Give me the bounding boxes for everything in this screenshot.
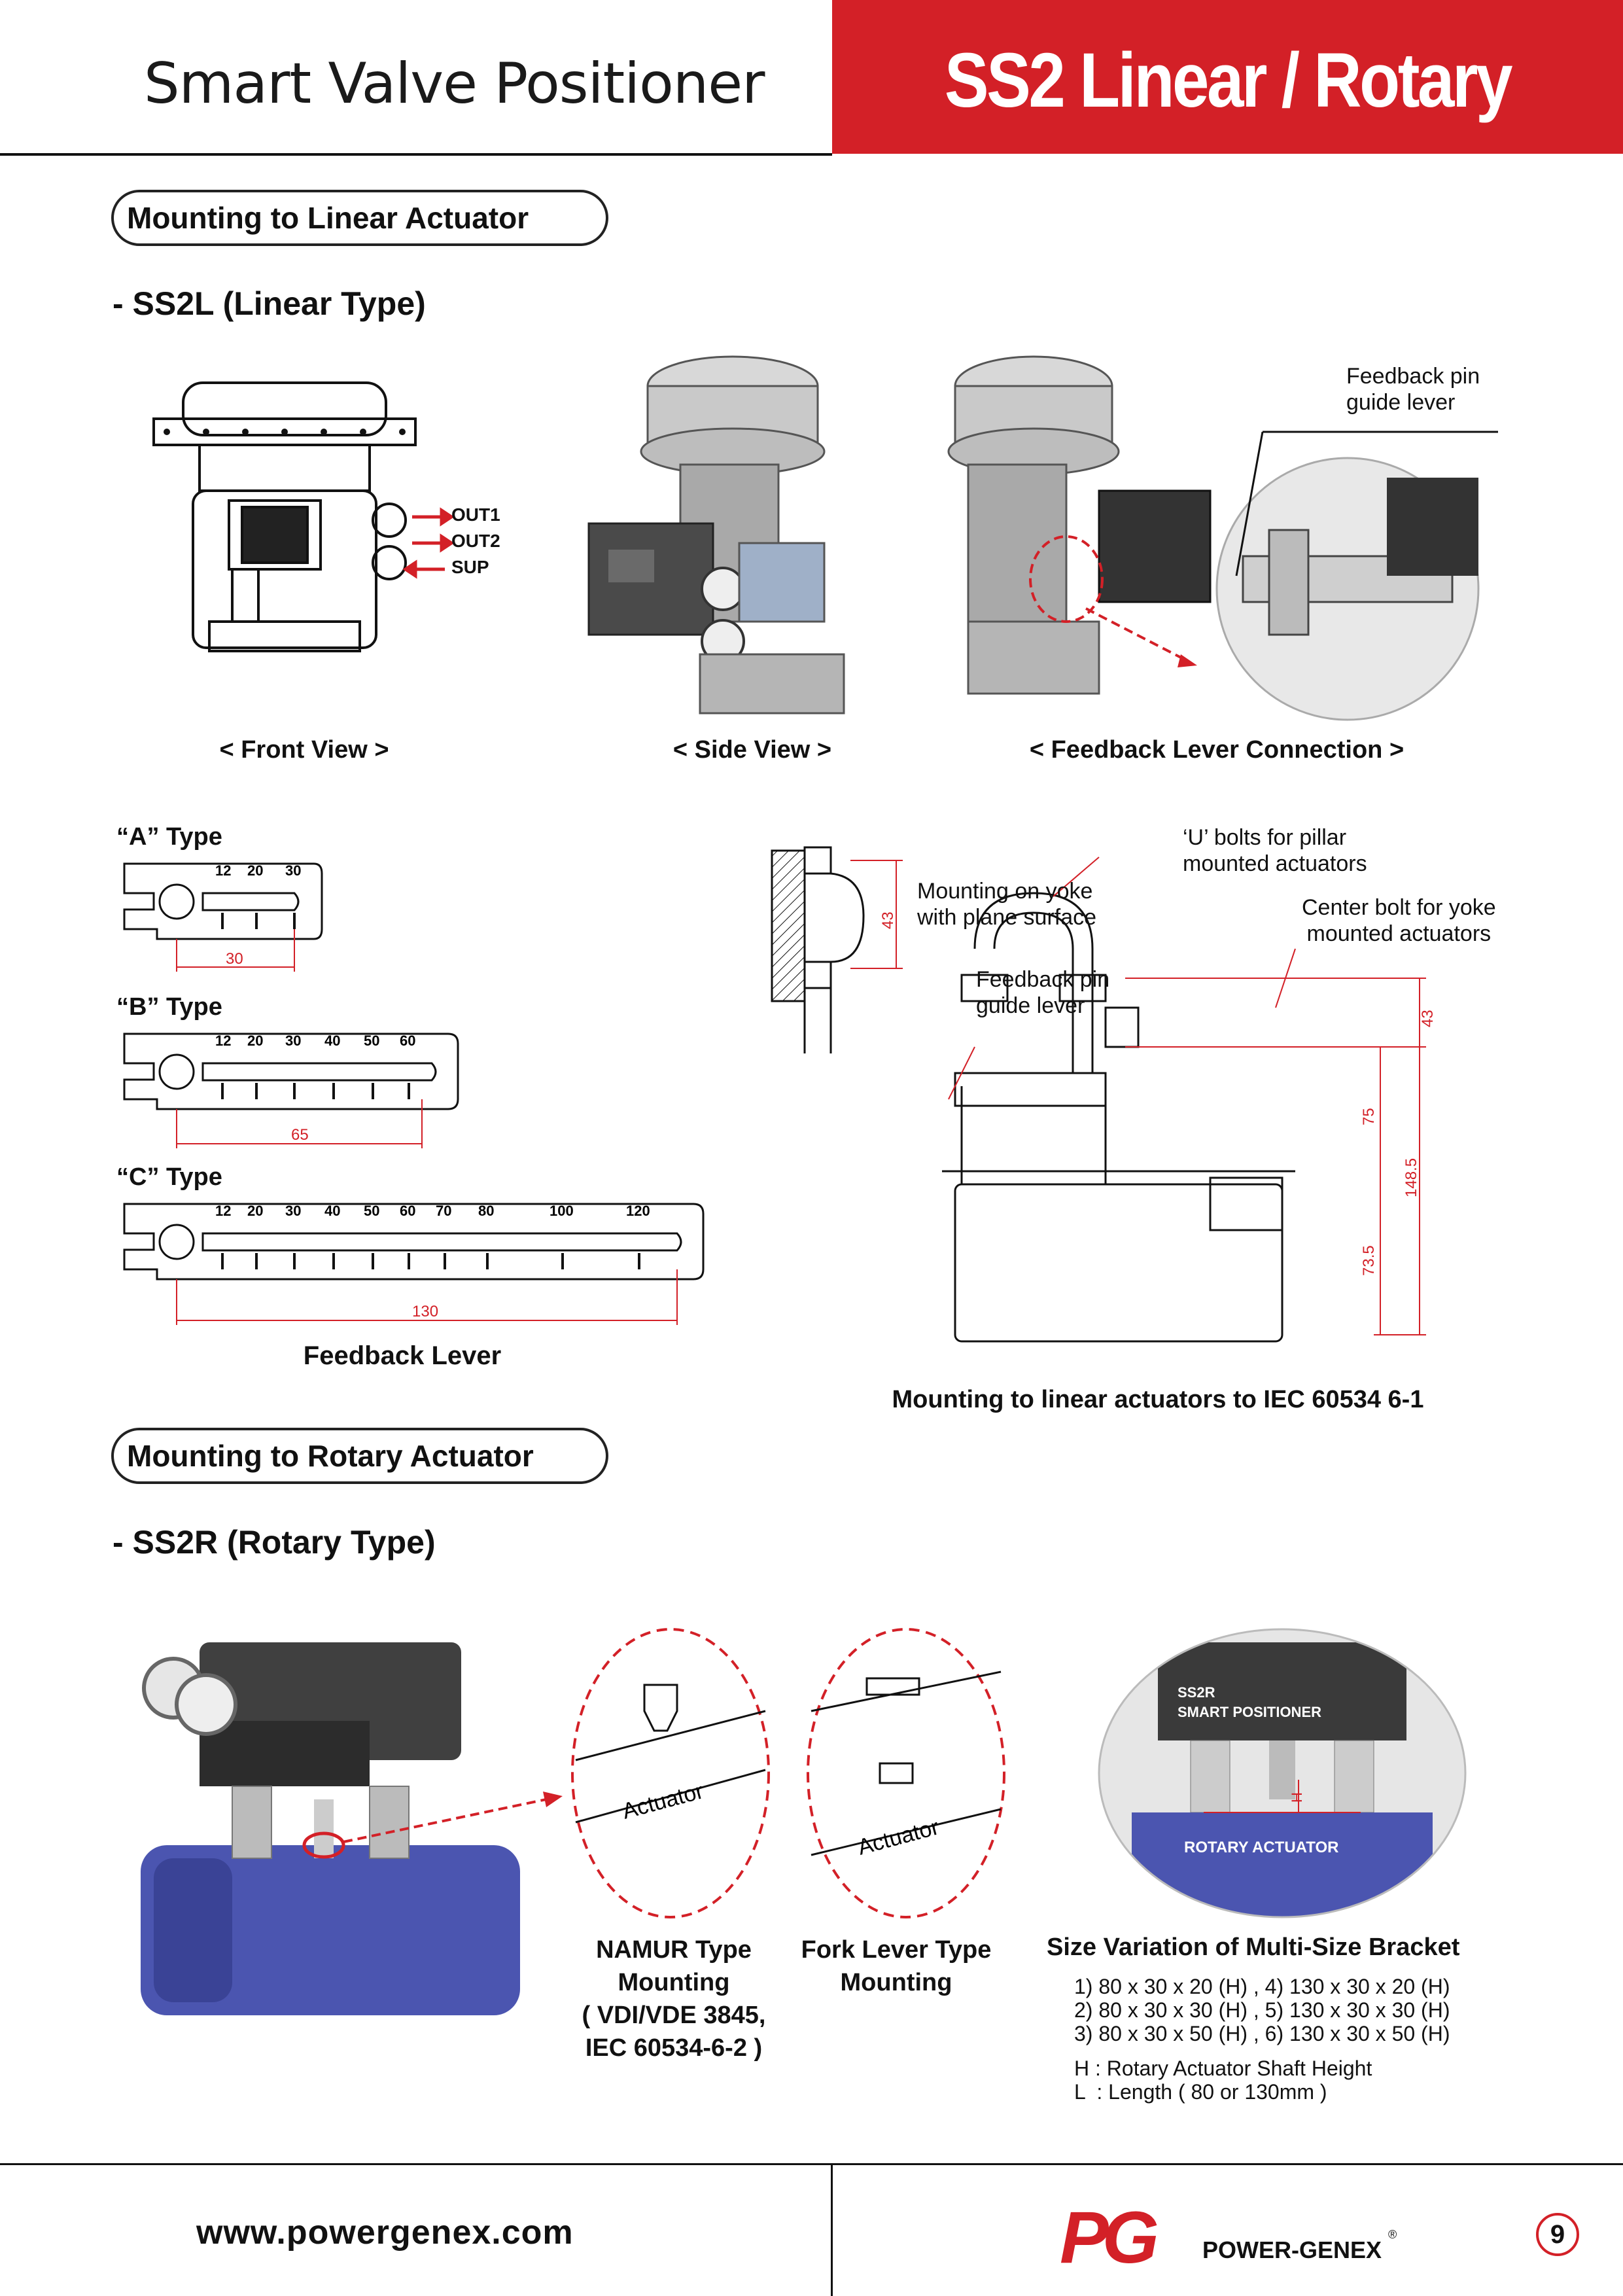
bracket-photo: H [1098, 1628, 1467, 1918]
lever-b-length: 65 [291, 1126, 309, 1144]
bracket-h-dim: H [1289, 1792, 1305, 1803]
lever-c-tick-1: 12 [215, 1203, 231, 1219]
footer-url[interactable]: www.powergenex.com [196, 2214, 574, 2252]
lever-c-tick-6: 60 [400, 1203, 415, 1219]
feedback-pin-label: Feedback pin guide lever [1346, 364, 1480, 415]
lever-b-tick-4: 40 [324, 1033, 340, 1049]
bracket-note-h: H : Rotary Actuator Shaft Height [1074, 2057, 1372, 2080]
lever-c-tick-8: 80 [478, 1203, 494, 1219]
feedback-lever-caption: Feedback Lever [303, 1341, 502, 1370]
bracket-note-l: L : Length ( 80 or 130mm ) [1074, 2080, 1327, 2104]
footer-brand: POWER-GENEX [1202, 2236, 1382, 2263]
bracket-title: Size Variation of Multi-Size Bracket [1047, 1934, 1460, 1961]
lever-b-tick-2: 20 [247, 1033, 263, 1049]
lever-c-length: 130 [412, 1303, 438, 1320]
caption-front-view: < Front View > [219, 736, 389, 764]
lever-a-tick-2: 20 [247, 862, 263, 879]
lever-c-tick-3: 30 [285, 1203, 301, 1219]
header-banner [832, 0, 1623, 154]
lever-b-tick-6: 60 [400, 1033, 415, 1049]
lever-c-tick-2: 20 [247, 1203, 263, 1219]
rotary-subtitle: - SS2R (Rotary Type) [113, 1524, 436, 1561]
port-out1: OUT1 [451, 504, 500, 525]
linear-subtitle: - SS2L (Linear Type) [113, 285, 426, 322]
lever-b-title: “B” Type [116, 993, 222, 1021]
side-view-drawing [587, 355, 845, 715]
lever-c-tick-9: 100 [550, 1203, 574, 1219]
lever-b-tick-1: 12 [215, 1033, 231, 1049]
iec-dim-5: 73.5 [1360, 1245, 1378, 1276]
footer-divider [831, 2163, 833, 2296]
lever-c-tick-4: 40 [324, 1203, 340, 1219]
lever-a-tick-3: 30 [285, 862, 301, 879]
namur-drawing: Actuator [571, 1628, 770, 1918]
photo-positioner-label: SS2R SMART POSITIONER [1178, 1684, 1322, 1720]
lever-c-title: “C” Type [116, 1163, 222, 1191]
page-number: 9 [1536, 2213, 1579, 2256]
bracket-size-row-3: 3) 80 x 30 x 50 (H) , 6) 130 x 30 x 50 (… [1074, 2022, 1450, 2045]
caption-feedback-connection: < Feedback Lever Connection > [1029, 736, 1405, 764]
product-title: SS2 Linear / Rotary [944, 37, 1513, 124]
front-view-drawing [152, 381, 455, 652]
iec-pin-label: Feedback pin guide lever [976, 967, 1110, 1018]
ubolt-label: ‘U’ bolts for pillar mounted actuators [1183, 825, 1367, 876]
footer-reg-mark: ® [1388, 2228, 1397, 2241]
iec-dim-4: 148.5 [1403, 1158, 1420, 1197]
iec-dim-1: 43 [879, 911, 897, 929]
lever-b-tick-5: 50 [364, 1033, 379, 1049]
feedback-connection-drawing [947, 355, 1498, 721]
footer-logo-mark: PG [1060, 2197, 1159, 2278]
port-sup: SUP [451, 557, 489, 577]
yoke-label: Mounting on yoke with plane surface [917, 879, 1097, 930]
linear-section-title: Mounting to Linear Actuator [111, 190, 608, 246]
fork-caption: Fork Lever Type Mounting [801, 1936, 992, 1996]
lever-b-drawing: 12 20 30 40 50 60 65 [123, 1033, 459, 1148]
rotary-actuator-drawing [141, 1642, 563, 2015]
lever-c-tick-10: 120 [626, 1203, 650, 1219]
rotary-section-title: Mounting to Rotary Actuator [111, 1428, 608, 1484]
lever-a-length: 30 [226, 950, 243, 968]
bracket-size-row-2: 2) 80 x 30 x 30 (H) , 5) 130 x 30 x 30 (… [1074, 1998, 1450, 2022]
photo-actuator-label: ROTARY ACTUATOR [1184, 1839, 1339, 1856]
header-rule [0, 153, 832, 156]
lever-c-drawing: 12 20 30 40 50 60 70 80 100 120 130 [123, 1203, 705, 1325]
center-bolt-label: Center bolt for yoke mounted actuators [1302, 895, 1496, 946]
footer-rule [0, 2163, 1623, 2165]
lever-c-tick-5: 50 [364, 1203, 379, 1219]
iec-dim-2: 43 [1419, 1010, 1437, 1027]
caption-side-view: < Side View > [672, 736, 832, 764]
lever-a-tick-1: 12 [215, 862, 231, 879]
lever-b-tick-3: 30 [285, 1033, 301, 1049]
lever-c-tick-7: 70 [436, 1203, 451, 1219]
lever-a-title: “A” Type [116, 823, 222, 851]
port-out2: OUT2 [451, 531, 500, 551]
iec-caption: Mounting to linear actuators to IEC 6053… [892, 1386, 1424, 1413]
header-title: Smart Valve Positioner [144, 51, 765, 116]
fork-lever-drawing: Actuator [807, 1628, 1005, 1918]
iec-mounting-drawing: 43 43 75 148.5 73.5 [771, 846, 1437, 1343]
iec-dim-3: 75 [1360, 1108, 1378, 1125]
lever-a-drawing: 12 20 30 30 [123, 862, 323, 972]
namur-caption: NAMUR Type Mounting ( VDI/VDE 3845, IEC … [582, 1936, 766, 2062]
bracket-size-row-1: 1) 80 x 30 x 20 (H) , 4) 130 x 30 x 20 (… [1074, 1975, 1450, 1998]
